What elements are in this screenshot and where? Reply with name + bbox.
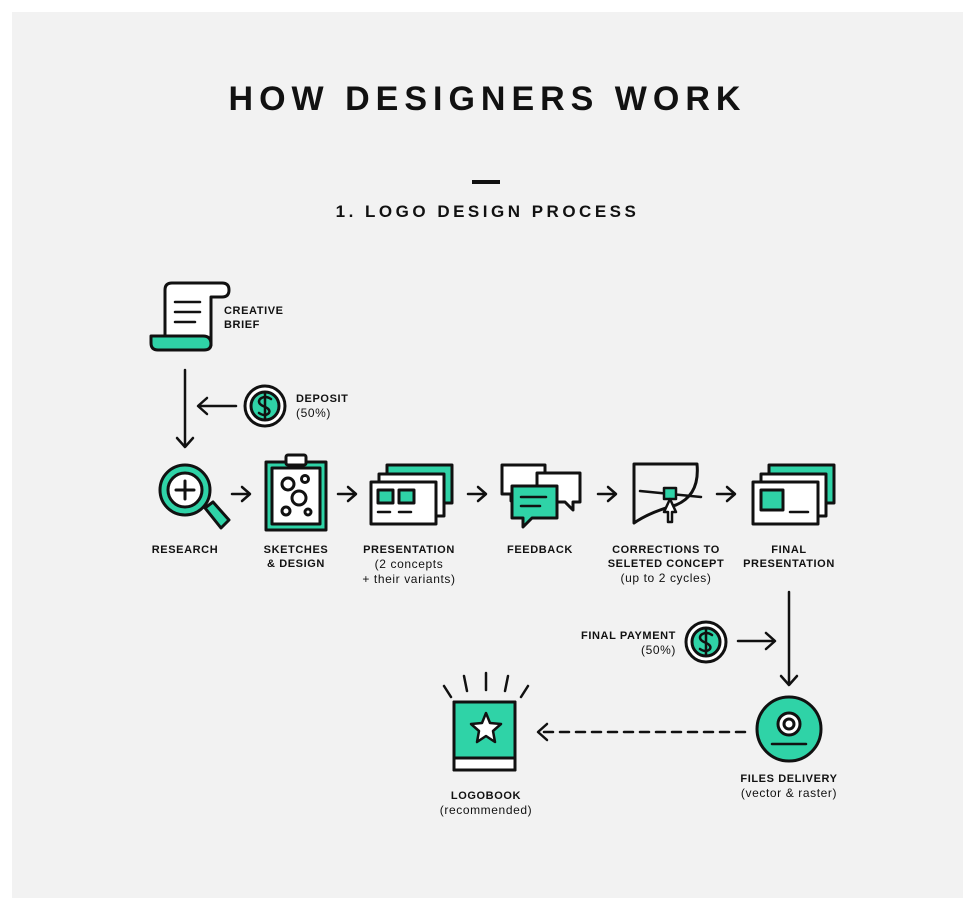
files-delivery-label: FILES DELIVERY (vector & raster) [740,773,838,800]
deposit-label: DEPOSIT (50%) [296,393,349,420]
corrections-label: CORRECTIONS TO SELETED CONCEPT (up to 2 … [607,544,725,585]
star-book-icon [442,671,530,772]
chat-bubbles-icon [500,463,582,529]
logobook-label: LOGOBOOK (recommended) [439,790,533,817]
dollar-coin-icon [243,384,287,428]
section-subtitle: 1. LOGO DESIGN PROCESS [335,202,640,221]
vector-edit-icon [632,462,703,525]
creative-brief-label: CREATIVE BRIEF [224,305,284,331]
dollar-coin-icon [684,620,728,664]
research-label: RESEARCH [151,544,219,556]
final-cards-icon [751,463,836,526]
disc-icon [755,695,823,763]
presentation-label: PRESENTATION (2 concepts + their variant… [362,544,456,586]
clipboard-icon [264,453,328,532]
final-payment-label: FINAL PAYMENT (50%) [581,630,676,657]
deposit-percent: (50%) [296,406,332,420]
feedback-label: FEEDBACK [507,544,573,556]
flow-arrows [175,368,799,742]
sketches-label: SKETCHES & DESIGN [263,544,329,570]
title-divider [472,180,500,184]
final-presentation-label: FINAL PRESENTATION [743,544,835,570]
magnifier-icon [158,463,231,530]
scroll-icon [149,281,231,352]
stacked-cards-icon [369,463,454,526]
page-title: HOW DESIGNERS WORK [228,80,747,118]
